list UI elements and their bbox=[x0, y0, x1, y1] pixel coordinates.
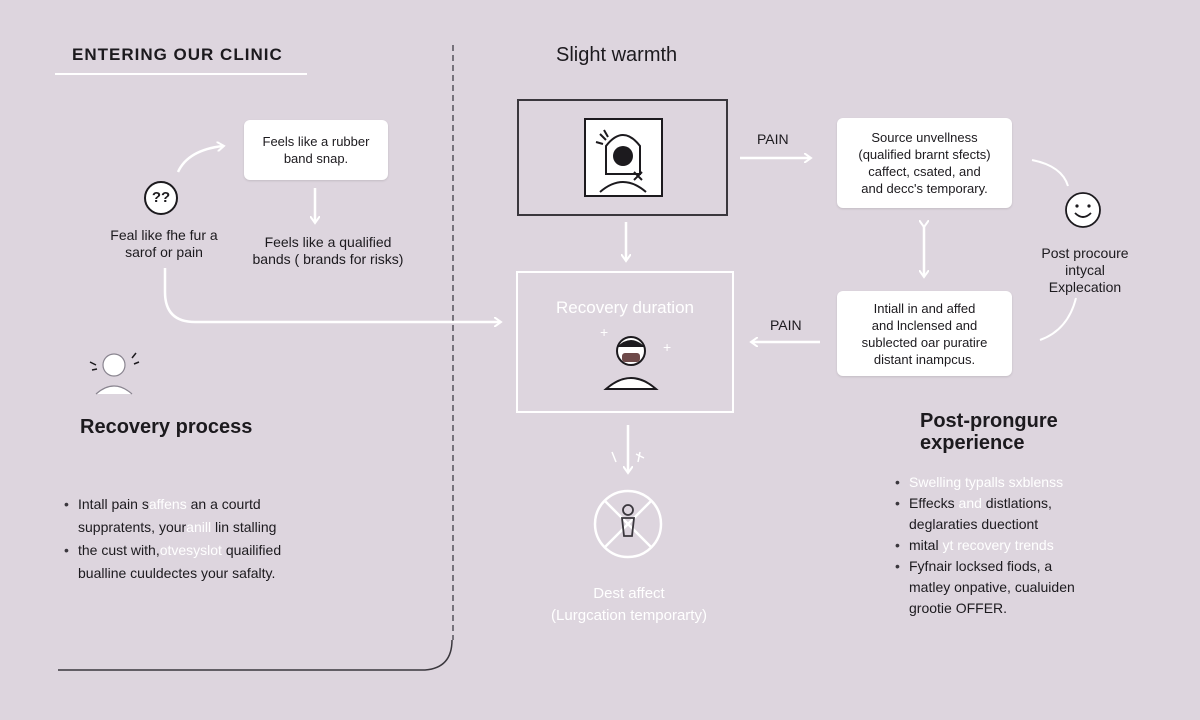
slight-warmth-heading: Slight warmth bbox=[556, 44, 678, 66]
experience-bullets: Swelling typalls sxblenss Effecks and di… bbox=[895, 472, 1179, 619]
patient-mask-icon bbox=[603, 336, 659, 390]
plus-right: + bbox=[663, 339, 672, 355]
result-caption-line-1: Dest affect bbox=[593, 585, 665, 602]
card-source-line-4: and decc's temporary. bbox=[861, 181, 988, 196]
clinic-title: ENTERING OUR CLINIC bbox=[72, 45, 283, 64]
card-initial-line-4: distant inampcus. bbox=[873, 351, 976, 367]
experience-bullet-7: grootie OFFER. bbox=[909, 600, 1008, 616]
recovery-bullet-3: the cust with,otvesyslot quailified bbox=[64, 539, 418, 562]
card-rubber-band-line-1: Feels like a rubber bbox=[262, 134, 370, 149]
post-procedure-note: Post procoure intycal Explecation bbox=[1030, 245, 1140, 296]
result-caption: Dest affect (Lurgcation temporarty) bbox=[534, 583, 724, 627]
patient-portrait bbox=[584, 118, 663, 197]
card-source-line-1: Source unvellness bbox=[871, 130, 978, 145]
card-initial-line-2: and lnclensed and bbox=[871, 317, 978, 333]
pain-label-bottom: PAIN bbox=[770, 317, 802, 333]
recovery-duration-label: Recovery duration bbox=[556, 298, 694, 317]
arrow-to-recovery-box bbox=[163, 268, 500, 322]
recovery-process-heading: Recovery process bbox=[80, 416, 253, 438]
card-source: Source unvellness (qualified brarnt sfec… bbox=[837, 118, 1012, 208]
plus-left: + bbox=[600, 324, 609, 340]
card-rubber-band: Feels like a rubber band snap. bbox=[244, 120, 388, 180]
feel-note-line-2: sarof or pain bbox=[125, 244, 203, 260]
card-source-line-2: (qualified brarnt sfects) bbox=[858, 147, 991, 162]
recovery-bullet-4: bualline cuuldectes your safalty. bbox=[78, 565, 276, 581]
result-caption-line-2: (Lurgcation temporarty) bbox=[551, 607, 707, 624]
card-source-line-3: caffect, csated, and bbox=[868, 164, 981, 179]
feel-note-line-1: Feal like fhe fur a bbox=[110, 227, 218, 243]
experience-bullet-5: Fyfnair locksed fiods, a bbox=[895, 556, 1179, 577]
left-frame-line bbox=[58, 639, 453, 671]
no-contact-icon bbox=[593, 489, 663, 559]
question-icon: ?? bbox=[144, 181, 178, 215]
post-procedure-line-2: intycal bbox=[1065, 262, 1105, 278]
qualified-note: Feels like a qualified bands ( brands fo… bbox=[238, 234, 418, 268]
experience-bullet-1: Swelling typalls sxblenss bbox=[895, 472, 1179, 493]
recovery-box: Recovery duration + + bbox=[516, 271, 734, 413]
experience-bullet-3: deglaraties duectiont bbox=[909, 516, 1039, 532]
image-frame bbox=[517, 99, 728, 216]
smiley-icon bbox=[1065, 192, 1101, 228]
recovery-bullet-1: Intall pain saffens an a courtd bbox=[64, 493, 418, 516]
card-initial: Intiall in and affed and lnclensed and s… bbox=[837, 291, 1012, 376]
arc-top-right bbox=[1031, 159, 1069, 187]
post-procedure-line-3: Explecation bbox=[1048, 279, 1122, 295]
qualified-note-line-1: Feels like a qualified bbox=[264, 234, 392, 250]
patient-face-icon bbox=[595, 129, 647, 193]
experience-bullet-6: matley onpative, cualuiden bbox=[909, 579, 1075, 595]
arrow-to-rubber-card bbox=[176, 146, 223, 173]
feel-note: Feal like fhe fur a sarof or pain bbox=[96, 227, 232, 261]
post-procedure-line-1: Post procoure bbox=[1041, 245, 1129, 261]
card-rubber-band-line-2: band snap. bbox=[283, 151, 349, 166]
pain-label-top: PAIN bbox=[757, 131, 789, 147]
recovery-bullet-2: suppratents, youranill lin stalling bbox=[78, 519, 277, 535]
experience-bullet-4: mital yt recovery trends bbox=[895, 535, 1179, 556]
patient-avatar-icon bbox=[89, 352, 140, 395]
experience-bullet-2: Effecks and distlations, bbox=[895, 493, 1179, 514]
experience-heading: Post-prongure experience bbox=[920, 410, 1058, 454]
recovery-bullets: Intall pain saffens an a courtd supprate… bbox=[64, 493, 418, 585]
experience-heading-line-2: experience bbox=[920, 432, 1025, 454]
experience-heading-line-1: Post-prongure bbox=[920, 410, 1058, 432]
card-initial-line-1: Intiall in and affed bbox=[873, 300, 976, 316]
sparkle-icon bbox=[611, 451, 645, 463]
qualified-note-line-2: bands ( brands for risks) bbox=[252, 251, 404, 267]
arc-bottom-right bbox=[1039, 297, 1077, 341]
card-initial-line-3: sublected oar puratire bbox=[861, 334, 988, 350]
